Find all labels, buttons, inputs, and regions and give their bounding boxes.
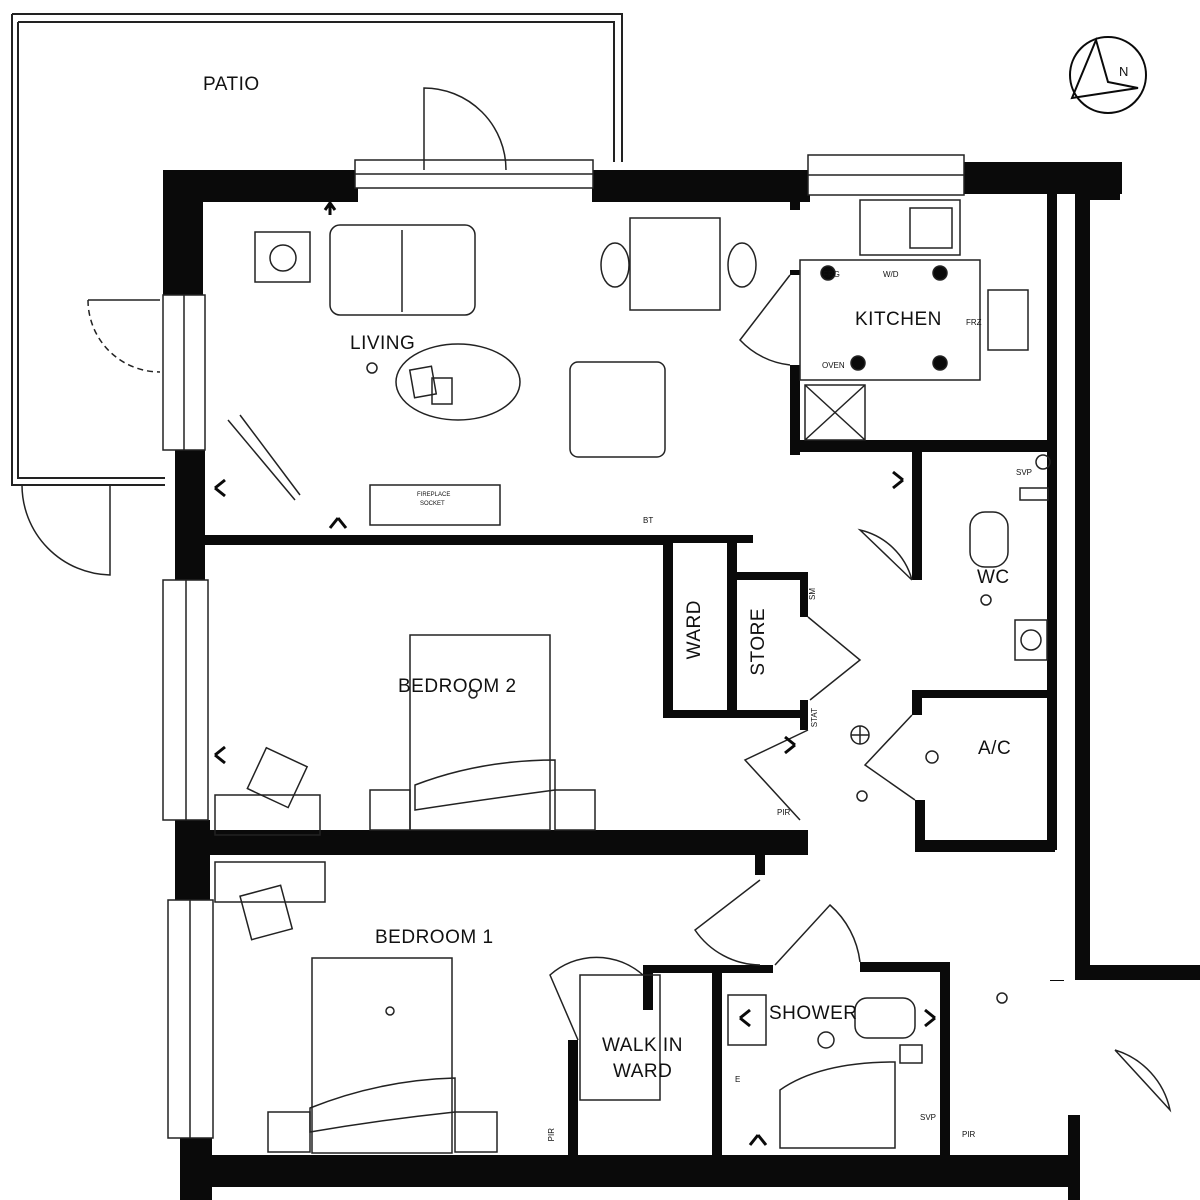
room-label-living: LIVING	[350, 333, 416, 354]
room-label-bedroom2: BEDROOM 2	[398, 676, 517, 697]
compass-label: N	[1119, 64, 1129, 79]
room-label-shower: SHOWER	[769, 1003, 858, 1024]
label-pir-1: PIR	[777, 808, 791, 817]
room-label-ac: A/C	[978, 738, 1012, 759]
shower-fixtures	[727, 994, 923, 1149]
room-label-kitchen: KITCHEN	[855, 309, 942, 330]
patio-outline	[11, 13, 623, 486]
label-wd: W/D	[883, 270, 899, 279]
wc-fixtures	[969, 487, 1049, 661]
compass-icon	[1069, 36, 1147, 114]
room-label-walk-in-2: WARD	[613, 1061, 673, 1082]
label-fireplace-1: FIREPLACE	[417, 492, 451, 498]
room-label-ward: WARD	[684, 600, 705, 660]
label-sm: SM	[808, 588, 817, 600]
label-frz: FRZ	[966, 318, 982, 327]
room-label-patio: PATIO	[203, 74, 260, 95]
kitchen-furniture	[799, 199, 1029, 441]
ceiling-lights	[366, 362, 1051, 1004]
doors	[21, 87, 1172, 1113]
label-bt: BT	[643, 516, 654, 525]
room-label-wc: WC	[977, 567, 1010, 588]
room-label-walk-in-1: WALK IN	[602, 1035, 683, 1056]
label-svp-2: SVP	[920, 1113, 937, 1122]
living-furniture	[227, 217, 757, 526]
label-frg: FRG	[823, 270, 840, 279]
windows	[162, 154, 965, 1139]
bedroom2-furniture	[214, 634, 596, 836]
label-svp-1: SVP	[1016, 468, 1033, 477]
label-e: E	[735, 1075, 741, 1084]
arrows	[214, 200, 936, 1146]
label-stat: STAT	[810, 708, 819, 728]
label-pir-2: PIR	[962, 1130, 976, 1139]
label-oven: OVEN	[822, 361, 845, 370]
interior-walls	[200, 190, 1057, 1155]
label-pir-3: PIR	[547, 1128, 556, 1142]
room-label-bedroom1: BEDROOM 1	[375, 927, 494, 948]
label-fireplace-2: SOCKET	[420, 501, 445, 507]
bedroom1-furniture	[214, 861, 661, 1154]
room-label-store: STORE	[748, 608, 769, 676]
exterior-walls	[163, 162, 1200, 1200]
